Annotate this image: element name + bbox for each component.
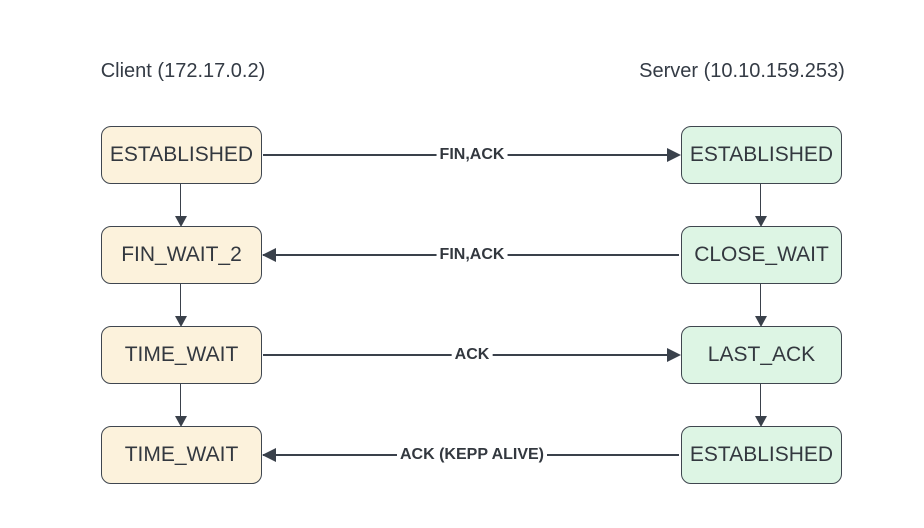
transition-line-server-2 <box>760 384 761 416</box>
state-box-server-0: ESTABLISHED <box>681 126 842 184</box>
state-box-client-3: TIME_WAIT <box>101 426 262 484</box>
transition-line-client-1 <box>180 284 181 316</box>
arrowhead-left-icon <box>262 448 276 462</box>
arrowhead-right-icon <box>667 348 681 362</box>
arrowhead-down-icon <box>175 316 187 327</box>
arrowhead-down-icon <box>175 416 187 427</box>
message-label-3: ACK (KEPP ALIVE) <box>396 446 548 464</box>
state-box-server-1: CLOSE_WAIT <box>681 226 842 284</box>
state-box-client-0: ESTABLISHED <box>101 126 262 184</box>
message-label-2: ACK <box>451 346 493 364</box>
state-box-client-1: FIN_WAIT_2 <box>101 226 262 284</box>
transition-line-client-0 <box>180 184 181 216</box>
arrowhead-down-icon <box>755 216 767 227</box>
client-header-label: Client (172.17.0.2) <box>100 60 266 82</box>
state-box-client-2: TIME_WAIT <box>101 326 262 384</box>
state-box-server-3: ESTABLISHED <box>681 426 842 484</box>
transition-line-client-2 <box>180 384 181 416</box>
arrowhead-down-icon <box>755 316 767 327</box>
server-header-label: Server (10.10.159.253) <box>639 60 845 82</box>
message-label-0: FIN,ACK <box>436 146 508 164</box>
state-box-server-2: LAST_ACK <box>681 326 842 384</box>
arrowhead-down-icon <box>755 416 767 427</box>
arrowhead-down-icon <box>175 216 187 227</box>
transition-line-server-1 <box>760 284 761 316</box>
message-label-1: FIN,ACK <box>436 246 508 264</box>
arrowhead-left-icon <box>262 248 276 262</box>
arrowhead-right-icon <box>667 148 681 162</box>
transition-line-server-0 <box>760 184 761 216</box>
